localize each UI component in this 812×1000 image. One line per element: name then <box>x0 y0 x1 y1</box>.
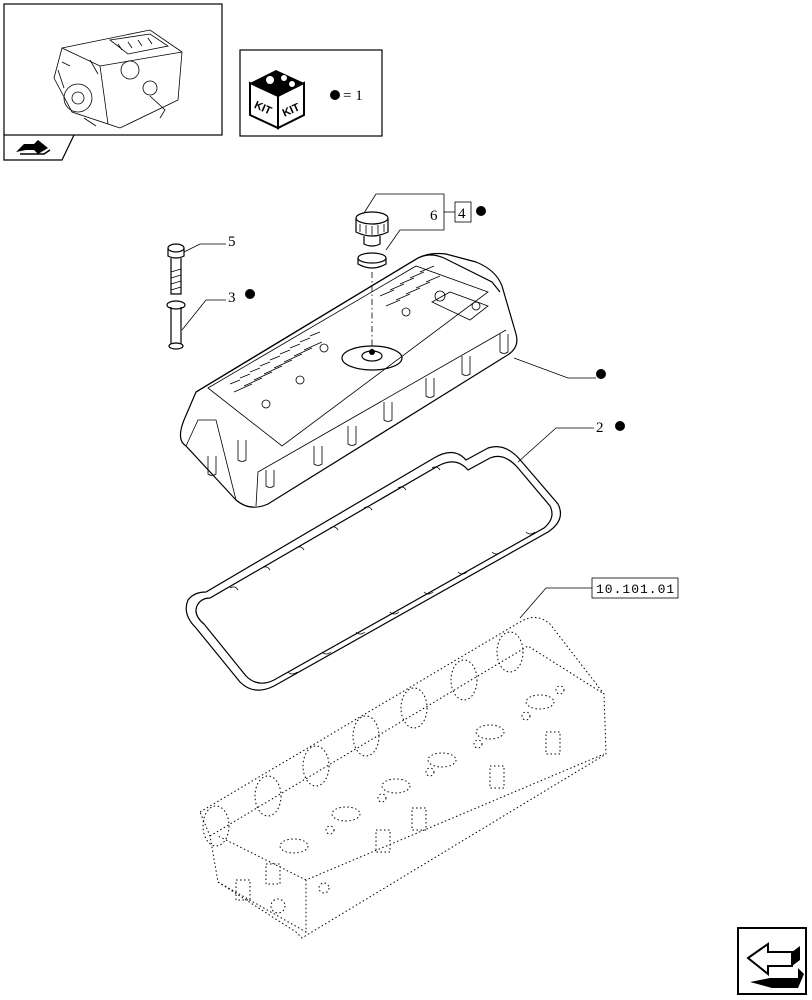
return-arrow-icon[interactable] <box>16 140 51 155</box>
cylinder-head-reference[interactable] <box>199 617 607 939</box>
callout-5[interactable]: 5 <box>183 234 236 253</box>
kit-equals-text: = 1 <box>343 88 363 104</box>
kit-marker-dot <box>476 206 486 216</box>
engine-thumbnail-panel[interactable] <box>3 3 223 161</box>
exhaust-ports <box>202 631 524 847</box>
kit-marker-dot <box>245 289 255 299</box>
kit-box-icon: KIT KIT <box>249 70 305 130</box>
breather-cap[interactable] <box>355 211 389 247</box>
callout-3[interactable]: 3 <box>181 289 255 331</box>
cover-bolt-bosses <box>207 334 509 488</box>
callout-2-label: 2 <box>596 420 604 436</box>
callout-cylinder-head[interactable]: 10.101.01 <box>519 577 679 619</box>
callout-2[interactable]: 2 <box>517 420 625 463</box>
spacer-item-3[interactable] <box>166 300 186 350</box>
cylinder-head-reference-label: 10.101.01 <box>596 582 675 597</box>
head-side-windows <box>235 731 561 914</box>
callout-5-label: 5 <box>228 234 236 250</box>
kit-legend: KIT KIT = 1 <box>239 49 383 137</box>
callout-4-label: 4 <box>458 206 466 222</box>
callout-3-label: 3 <box>228 290 236 306</box>
kit-marker-dot <box>596 369 606 379</box>
screw-item-5[interactable] <box>167 243 185 295</box>
next-page-arrow-icon[interactable] <box>737 927 807 995</box>
valve-cover[interactable] <box>179 252 518 508</box>
callout-6-label: 6 <box>430 208 438 224</box>
gasket-bolt-notches <box>229 466 536 675</box>
gasket-item-2[interactable] <box>185 446 561 691</box>
cover-ribs <box>229 265 441 393</box>
valve-seats <box>279 685 565 854</box>
callout-4[interactable]: 4 <box>444 201 486 223</box>
kit-marker-dot <box>330 90 340 100</box>
kit-marker-dot <box>615 421 625 431</box>
callout-cover[interactable] <box>513 357 606 379</box>
engine-thumbnail <box>53 29 183 129</box>
breather-seal-ring[interactable] <box>357 252 387 269</box>
